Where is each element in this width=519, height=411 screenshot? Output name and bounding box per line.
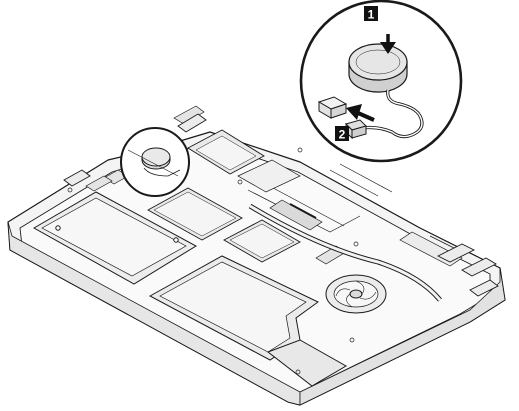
step-1-label: 1 xyxy=(368,8,375,22)
coin-cell-battery xyxy=(349,44,407,92)
step-1-badge: 1 xyxy=(364,6,378,22)
coin-cell-location-callout xyxy=(121,128,189,196)
zoom-callout xyxy=(301,1,461,161)
step-2-badge: 2 xyxy=(335,126,349,142)
step-2-label: 2 xyxy=(339,128,346,142)
cooling-fan xyxy=(326,275,386,313)
